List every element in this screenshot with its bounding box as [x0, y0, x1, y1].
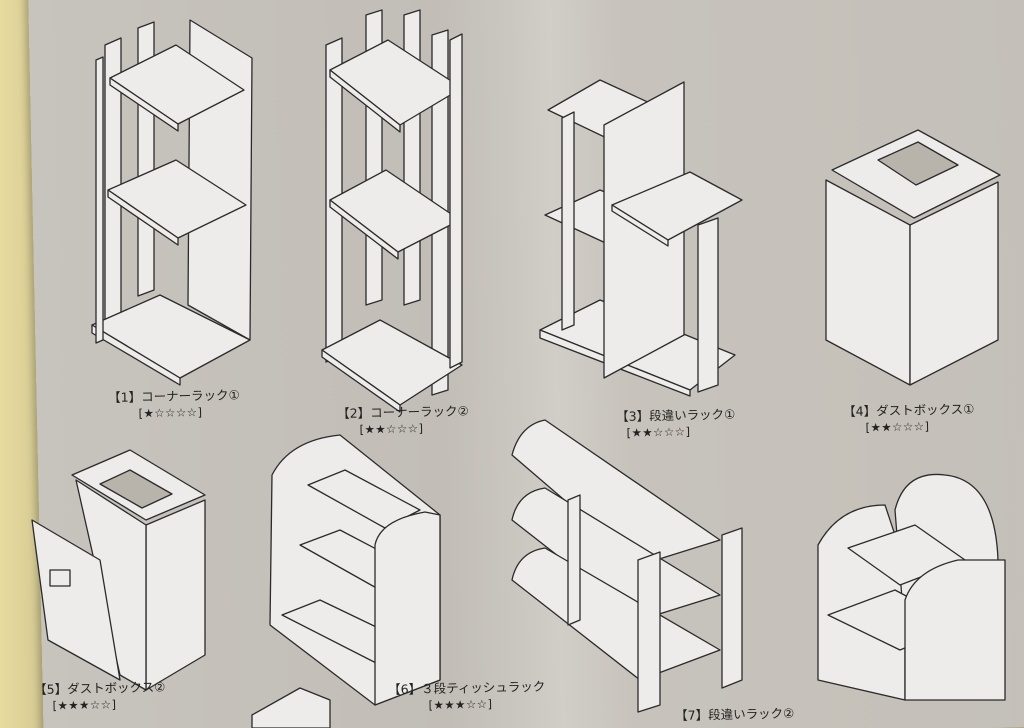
item-1-caption: 【1】コーナーラック① [★☆☆☆☆]	[108, 387, 240, 422]
item-7-caption: 【7】段違いラック②	[675, 706, 794, 724]
item-1-rating: [★☆☆☆☆]	[138, 405, 203, 421]
partial-rack-drawing	[251, 687, 331, 728]
tissue-rack-drawing	[269, 434, 441, 706]
item-5-caption: 【5】ダストボックス② [★★★☆☆]	[34, 679, 166, 714]
item-1-label: 【1】コーナーラック①	[108, 387, 240, 405]
item-3-caption: 【3】段違いラック① [★★☆☆☆]	[616, 407, 736, 441]
item-3-label: 【3】段違いラック①	[616, 406, 736, 424]
corner-rack-1-drawing	[91, 19, 253, 386]
dust-box-1-drawing	[825, 129, 1001, 386]
item-6-rating: [★★★☆☆]	[428, 696, 493, 713]
item-4-rating: [★★☆☆☆]	[865, 419, 930, 435]
step-rack-2-drawing	[511, 419, 743, 713]
item-5-rating: [★★★☆☆]	[52, 697, 117, 713]
item-7-label: 【7】段違いラック②	[675, 705, 795, 723]
item-2-rating: [★★☆☆☆]	[359, 421, 424, 437]
item-3-rating: [★★☆☆☆]	[626, 424, 691, 440]
item-6-caption: 【6】３段ティッシュラック [★★★☆☆]	[388, 679, 546, 714]
chair-rack-drawing	[817, 473, 1006, 701]
step-rack-1-drawing	[539, 79, 743, 397]
item-6-label: 【6】３段ティッシュラック	[388, 678, 546, 697]
item-2-label: 【2】コーナーラック②	[337, 403, 469, 421]
item-4-caption: 【4】ダストボックス① [★★☆☆☆]	[843, 401, 975, 436]
item-4-label: 【4】ダストボックス①	[843, 401, 975, 419]
corner-rack-2-drawing	[321, 9, 463, 413]
item-5-label: 【5】ダストボックス②	[34, 679, 166, 697]
item-2-caption: 【2】コーナーラック② [★★☆☆☆]	[337, 403, 469, 438]
dust-box-2-drawing	[31, 449, 206, 691]
